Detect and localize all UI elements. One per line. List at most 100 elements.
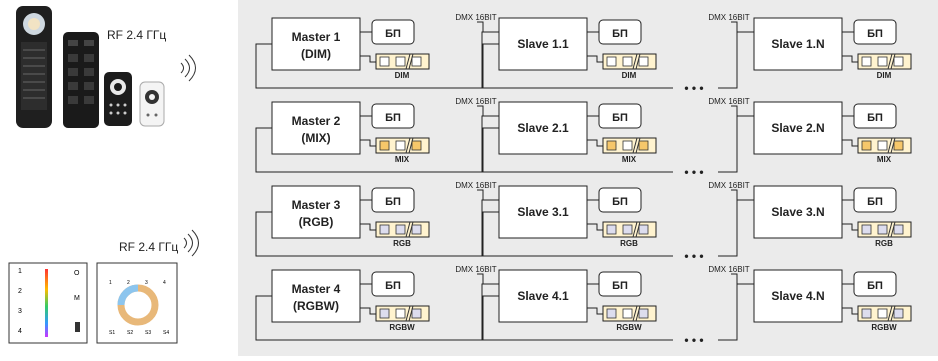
- remotes-illustration: RF 2.4 ГГц RF 2.4 ГГц 1 2 3 4 O M 1 2: [8, 6, 199, 344]
- psu-box: [853, 19, 897, 45]
- led-chip: [893, 140, 904, 151]
- led-chip: [638, 56, 649, 67]
- scene-label: S1: [109, 330, 115, 336]
- psu-label: БП: [385, 112, 401, 124]
- mode-button: M: [74, 295, 80, 302]
- led-chip: [411, 140, 422, 151]
- strip-label: RGBW: [389, 323, 415, 332]
- led-chip: [395, 224, 406, 235]
- zone-label: 2: [18, 288, 22, 295]
- led-chip: [877, 56, 888, 67]
- led-chip: [638, 224, 649, 235]
- strip-cut-mark: [890, 221, 896, 238]
- continuation-dots: • • •: [684, 165, 703, 179]
- slave-box-title: Slave 2.N: [771, 121, 824, 135]
- slave-box: [753, 269, 843, 323]
- dmx-label: DMX 16BIT: [708, 265, 749, 274]
- strip-wire: [587, 55, 603, 63]
- dmx-label: DMX 16BIT: [708, 97, 749, 106]
- led-chip: [622, 308, 633, 319]
- wall-panel-wheel: 1 2 3 4 S1 S2 S3 S4: [96, 262, 178, 344]
- zone-label: 2: [127, 280, 130, 286]
- remote-buttons: [63, 32, 99, 128]
- dmx-wire: [718, 283, 754, 341]
- strip-cut-mark: [635, 305, 641, 322]
- strip-cut-mark: [632, 53, 638, 70]
- led-chip: [877, 308, 888, 319]
- strip-cut-mark: [405, 221, 411, 238]
- scene-label: S4: [163, 330, 169, 336]
- slave-box-title: Slave 4.1: [517, 289, 569, 303]
- psu-box: [598, 271, 642, 297]
- strip-cut-mark: [408, 221, 414, 238]
- strip-cut-mark: [408, 305, 414, 322]
- psu-label: БП: [612, 28, 628, 40]
- dmx-label: DMX 16BIT: [455, 13, 496, 22]
- slave-box: [498, 269, 588, 323]
- strip-cut-mark: [635, 137, 641, 154]
- led-chip: [622, 224, 633, 235]
- slave-box-title: Slave 3.1: [517, 205, 569, 219]
- slave-box: [753, 17, 843, 71]
- strip-cut-mark: [405, 305, 411, 322]
- rf-label-top: RF 2.4 ГГц: [107, 28, 166, 42]
- master-box: [271, 269, 361, 323]
- strip-label: RGB: [875, 239, 893, 248]
- led-chip: [379, 140, 390, 151]
- led-chip: [638, 140, 649, 151]
- led-chip: [606, 308, 617, 319]
- led-chip: [877, 224, 888, 235]
- dmx-wire: [482, 43, 673, 89]
- zone-label: 3: [18, 308, 22, 315]
- strip-cut-mark: [632, 137, 638, 154]
- slave-box: [498, 185, 588, 239]
- master-box-mode: (DIM): [301, 47, 331, 61]
- zone-label: 3: [145, 280, 148, 286]
- led-chip: [395, 140, 406, 151]
- strip-wire: [842, 139, 858, 147]
- zone-label: 1: [109, 280, 112, 286]
- remote-tall: [16, 6, 52, 128]
- dmx-wire: [477, 273, 484, 284]
- continuation-dots: • • •: [684, 333, 703, 347]
- strip-cut-mark: [887, 53, 893, 70]
- strip-label: MIX: [395, 155, 410, 164]
- led-chip: [638, 308, 649, 319]
- dmx-label: DMX 16BIT: [708, 181, 749, 190]
- slave-box-title: Slave 1.1: [517, 37, 569, 51]
- master-box: [271, 101, 361, 155]
- led-chip: [379, 56, 390, 67]
- master-box-title: Master 4: [292, 282, 341, 296]
- led-chip: [395, 308, 406, 319]
- dmx-label: DMX 16BIT: [455, 181, 496, 190]
- dmx-label: DMX 16BIT: [455, 265, 496, 274]
- led-chip: [606, 56, 617, 67]
- led-chip: [622, 140, 633, 151]
- led-chip: [606, 224, 617, 235]
- psu-label: БП: [867, 196, 883, 208]
- psu-box: [371, 19, 415, 45]
- psu-box: [371, 187, 415, 213]
- led-chip: [861, 308, 872, 319]
- psu-label: БП: [385, 280, 401, 292]
- strip-label: DIM: [395, 71, 410, 80]
- dmx-wire: [255, 115, 499, 173]
- zone-label: 1: [18, 268, 22, 275]
- psu-label: БП: [385, 196, 401, 208]
- strip-cut-mark: [405, 137, 411, 154]
- wall-panel-zones: 1 2 3 4 O M: [8, 262, 88, 344]
- strip-label: RGB: [393, 239, 411, 248]
- led-chip: [606, 140, 617, 151]
- psu-box: [371, 271, 415, 297]
- master-box: [271, 17, 361, 71]
- scene-label: S3: [145, 330, 151, 336]
- zone-label: 4: [163, 280, 166, 286]
- psu-label: БП: [867, 112, 883, 124]
- strip-label: RGB: [620, 239, 638, 248]
- slave-box-title: Slave 2.1: [517, 121, 569, 135]
- strip-cut-mark: [405, 53, 411, 70]
- psu-box: [853, 271, 897, 297]
- strip-cut-mark: [890, 305, 896, 322]
- scene-label: S2: [127, 330, 133, 336]
